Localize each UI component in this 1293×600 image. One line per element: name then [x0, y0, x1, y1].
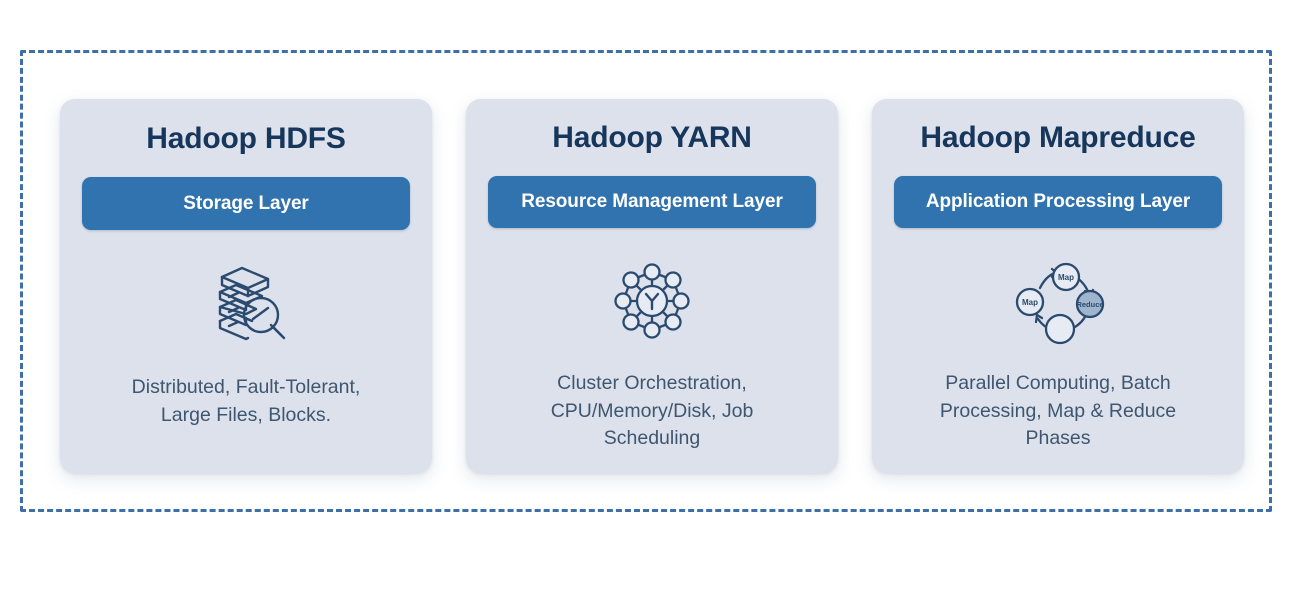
dashed-frame-border: [20, 50, 1272, 512]
database-stack-magnifier-icon: [191, 256, 301, 352]
card-title-yarn: Hadoop YARN: [552, 121, 752, 155]
yarn-network-hub-icon: [597, 254, 707, 348]
map-node-label-left: Map: [1022, 298, 1038, 307]
card-description-mapreduce: Parallel Computing, Batch Processing, Ma…: [939, 371, 1177, 450]
card-hadoop-yarn[interactable]: Hadoop YARN Resource Management Layer: [466, 99, 838, 473]
map-node-label-top: Map: [1058, 273, 1074, 282]
card-hadoop-hdfs[interactable]: Hadoop HDFS Storage Layer: [60, 99, 432, 473]
card-description-hdfs: Distributed, Fault-Tolerant, Large Files…: [131, 376, 361, 426]
card-badge-resource-management-layer: Resource Management Layer: [488, 176, 816, 228]
card-badge-storage-layer: Storage Layer: [82, 177, 410, 230]
card-title-mapreduce: Hadoop Mapreduce: [920, 121, 1196, 155]
hadoop-components-row: Hadoop HDFS Storage Layer: [60, 99, 1244, 473]
card-description-yarn: Cluster Orchestration, CPU/Memory/Disk, …: [550, 371, 754, 450]
card-hadoop-mapreduce[interactable]: Hadoop Mapreduce Application Processing …: [872, 99, 1244, 473]
output-node: [1044, 313, 1076, 345]
card-badge-application-processing-layer: Application Processing Layer: [894, 176, 1222, 228]
map-reduce-cycle-icon: Map Map Reduce: [1003, 254, 1113, 348]
card-title-hdfs: Hadoop HDFS: [146, 121, 346, 155]
reduce-node-label-right: Reduce: [1076, 300, 1103, 309]
